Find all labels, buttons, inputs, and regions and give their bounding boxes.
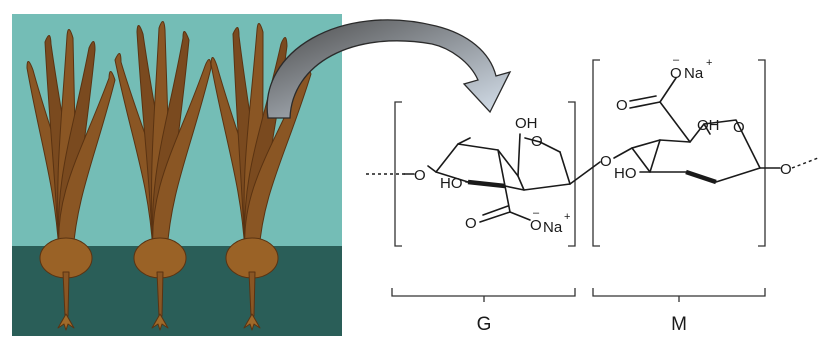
g-o4-label: O bbox=[414, 167, 426, 184]
m-bracket-left bbox=[592, 59, 600, 247]
g-carbonyl-o-label: O bbox=[465, 215, 477, 232]
m-unit-label: M bbox=[671, 314, 687, 335]
g-ho-label: HO bbox=[440, 175, 463, 192]
seaweed-illustration bbox=[12, 14, 342, 336]
m-ring bbox=[631, 119, 761, 183]
m-carbonyl-o-label: O bbox=[616, 97, 628, 114]
g-unit-brace bbox=[391, 288, 576, 302]
kelp-holdfast bbox=[151, 313, 169, 331]
kelp-holdfast bbox=[243, 313, 261, 331]
g-ring-oxygen-label: O bbox=[531, 133, 543, 150]
glycosidic-oxygen-label: O bbox=[600, 153, 612, 170]
kelp-stipe bbox=[62, 271, 70, 317]
m-o1-label: O bbox=[780, 161, 792, 178]
g-plus-charge: + bbox=[564, 211, 570, 223]
m-unit-brace bbox=[592, 288, 766, 302]
alginate-structure: O OH O HO O O – Na + O O – Na + O OH O H… bbox=[366, 54, 819, 335]
kelp-stipe bbox=[156, 271, 164, 317]
g-bracket-left bbox=[394, 101, 402, 247]
kelp-frond bbox=[58, 71, 116, 253]
m-plus-charge: + bbox=[706, 57, 712, 69]
g-minus-charge: – bbox=[533, 207, 540, 219]
curved-arrow bbox=[266, 19, 512, 119]
m-oh-label: OH bbox=[697, 117, 720, 134]
g-bracket-right bbox=[568, 101, 576, 247]
m-ring-front-bond bbox=[685, 169, 717, 185]
m-carboxylate-o-label: O bbox=[670, 65, 682, 82]
g-unit-label: G bbox=[477, 314, 492, 335]
m-bracket-right bbox=[758, 59, 766, 247]
kelp-fronds bbox=[26, 21, 312, 331]
kelp-stipe bbox=[248, 271, 256, 317]
m-ring-oxygen-label: O bbox=[733, 119, 745, 136]
m-minus-charge: – bbox=[673, 54, 680, 66]
chain-end-right bbox=[791, 157, 819, 169]
g-ring-front-bond bbox=[467, 179, 506, 189]
m-ho-label: HO bbox=[614, 165, 637, 182]
g-carboxylate-o-label: O bbox=[530, 217, 542, 234]
g-sodium-label: Na bbox=[543, 219, 563, 236]
g-oh-label: OH bbox=[515, 115, 538, 132]
m-sodium-label: Na bbox=[684, 65, 704, 82]
kelp-holdfast bbox=[57, 313, 75, 331]
kelp-frond bbox=[152, 59, 212, 253]
